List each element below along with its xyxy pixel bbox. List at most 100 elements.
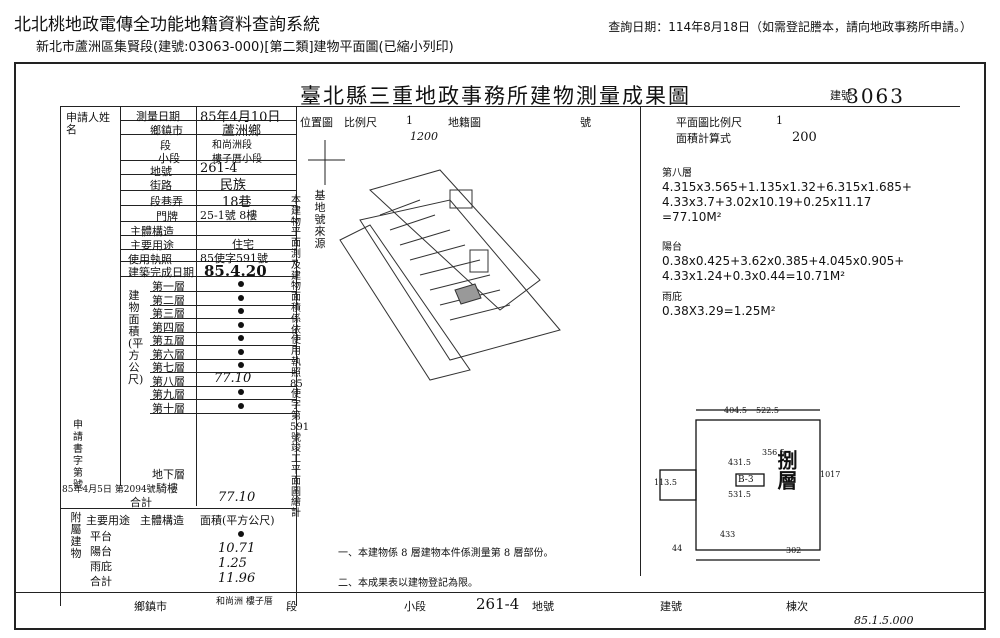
scale-label: 比例尺 bbox=[344, 116, 377, 129]
side-note: 本建物平面測及建物面積係依使用執照85使字第591號竣工平面圖繪計 bbox=[290, 195, 310, 520]
total-label: 合計 bbox=[130, 496, 152, 509]
empty-dot bbox=[238, 308, 244, 314]
footer-copy: 棟次 bbox=[786, 600, 808, 613]
row-line bbox=[150, 345, 296, 346]
row-line bbox=[150, 304, 296, 306]
floor-label: 第十層 bbox=[152, 401, 185, 415]
footer-small: 和尚洲 樓子厝 bbox=[216, 597, 273, 607]
empty-dot bbox=[238, 389, 244, 395]
use-label: 主要用途 bbox=[130, 239, 174, 252]
row-line bbox=[150, 318, 296, 319]
empty-dot bbox=[238, 321, 244, 328]
applicant-label: 申請人姓名 bbox=[66, 111, 110, 136]
app-no-label: 申請書字第號 bbox=[73, 420, 83, 491]
dimension-label: 433 bbox=[720, 530, 736, 539]
row-line bbox=[150, 358, 296, 360]
footer-sec: 段 bbox=[286, 600, 297, 613]
completion-value: 85.4.20 bbox=[204, 262, 267, 280]
row-line bbox=[150, 372, 296, 373]
row-line bbox=[60, 508, 296, 509]
plan-scale-label: 平面圖比例尺 bbox=[676, 116, 742, 129]
footer-line bbox=[16, 592, 984, 593]
roof-label: 騎樓 bbox=[156, 482, 178, 495]
annex-use-label: 主要用途 bbox=[86, 514, 130, 527]
empty-dot bbox=[238, 348, 244, 355]
section-sub: 和尚洲段 bbox=[212, 140, 252, 151]
annex-use: 平台 bbox=[90, 530, 112, 543]
annex-area: 11.96 bbox=[218, 571, 256, 586]
section-label: 段 bbox=[160, 139, 171, 152]
total-value: 77.10 bbox=[218, 490, 256, 505]
sheet-label: 號 bbox=[580, 116, 591, 129]
floor-label: 第一層 bbox=[152, 280, 185, 293]
street-value: 民族 bbox=[220, 178, 247, 193]
app-no-value: 85年4月5日 第2094號 bbox=[62, 485, 156, 495]
annex-area: 10.71 bbox=[218, 541, 256, 556]
bldg-label: 建號 bbox=[830, 89, 852, 102]
row-line bbox=[150, 385, 296, 387]
empty-dot bbox=[238, 402, 244, 409]
row-line bbox=[150, 331, 296, 333]
col-divider bbox=[196, 106, 197, 506]
floor-tag: B-3 bbox=[738, 475, 754, 485]
row-line bbox=[120, 160, 296, 161]
position-label: 位置圖 bbox=[300, 116, 333, 129]
footer-town: 鄉鎮市 bbox=[134, 600, 167, 613]
empty-dot bbox=[238, 294, 244, 301]
footer-lot: 261-4 bbox=[476, 595, 520, 613]
footer-small2: 小段 bbox=[404, 600, 426, 613]
floor-label: 第七層 bbox=[152, 361, 185, 374]
door-value: 25-1號 8樓 bbox=[200, 209, 258, 222]
row-line bbox=[150, 399, 296, 400]
license-value: 85使字591號 bbox=[200, 252, 268, 265]
floor-label: 第四層 bbox=[152, 320, 185, 334]
query-date: 查詢日期：114年8月18日（如需登記謄本，請向地政事務所申請。） bbox=[608, 20, 972, 34]
annex-struct-label: 主體構造 bbox=[140, 514, 184, 527]
document-subtitle: 新北市蘆洲區集賢段(建號:03063-000)[第二類]建物平面圖(已縮小列印) bbox=[36, 40, 454, 55]
plan-scale-value: 1 bbox=[776, 114, 783, 127]
row-line bbox=[120, 261, 296, 262]
street-label: 街路 bbox=[150, 179, 172, 192]
row-line bbox=[120, 249, 296, 250]
survey-sheet bbox=[14, 62, 986, 630]
annex-area-label: 面積(平方公尺) bbox=[200, 514, 275, 527]
floor-label: 第五層 bbox=[152, 334, 185, 347]
calc-balcony-formula: 0.38x0.425+3.62x0.385+4.045x0.905+ 4.33x… bbox=[662, 254, 905, 283]
calc-label: 面積計算式 bbox=[676, 132, 731, 145]
calc-floor8-title: 第八層 bbox=[662, 168, 692, 179]
floor-label: 第六層 bbox=[152, 347, 185, 361]
dimension-label: 404.5 bbox=[724, 406, 747, 415]
footer-lot-label: 地號 bbox=[532, 600, 554, 613]
footer-date: 85.1.5.000 bbox=[854, 614, 914, 627]
small-section: 樓子厝小段 bbox=[212, 154, 262, 165]
floor8-value: 77.10 bbox=[214, 370, 252, 386]
floor-label: 第九層 bbox=[152, 388, 185, 401]
empty-dot bbox=[238, 281, 244, 287]
col-divider bbox=[120, 106, 121, 486]
floor-label: 第八層 bbox=[152, 374, 185, 388]
bldg-number: 3063 bbox=[846, 84, 905, 108]
calc-floor8-formula: 4.315x3.565+1.135x1.32+6.315x1.685+ 4.33… bbox=[662, 180, 912, 224]
dimension-label: 113.5 bbox=[654, 478, 677, 487]
scale-value: 1 bbox=[406, 114, 413, 127]
row-line bbox=[120, 174, 296, 175]
dimension-label: 431.5 bbox=[728, 458, 751, 467]
floor-plan bbox=[659, 409, 821, 561]
use-value: 住宅 bbox=[232, 238, 254, 251]
note-2: 二、本成果表以建物登記為限。 bbox=[338, 578, 478, 589]
dimension-label: 44 bbox=[672, 544, 683, 553]
structure-label: 主體構造 bbox=[130, 225, 174, 238]
scale-denom: 1200 bbox=[410, 130, 438, 143]
position-map bbox=[308, 140, 561, 381]
annex-use: 合計 bbox=[90, 575, 112, 588]
row-line bbox=[120, 235, 296, 236]
lane-label: 段巷弄 bbox=[150, 195, 183, 208]
left-table-border bbox=[296, 106, 297, 606]
completion-label: 建築完成日期 bbox=[128, 266, 194, 279]
license-label: 使用執照 bbox=[128, 253, 172, 266]
row-line bbox=[120, 221, 296, 222]
row-line bbox=[120, 134, 296, 135]
floor-label: 第二層 bbox=[152, 293, 185, 307]
town-label: 鄉鎮市 bbox=[150, 124, 183, 137]
annex-label: 附屬建物 bbox=[70, 511, 82, 560]
